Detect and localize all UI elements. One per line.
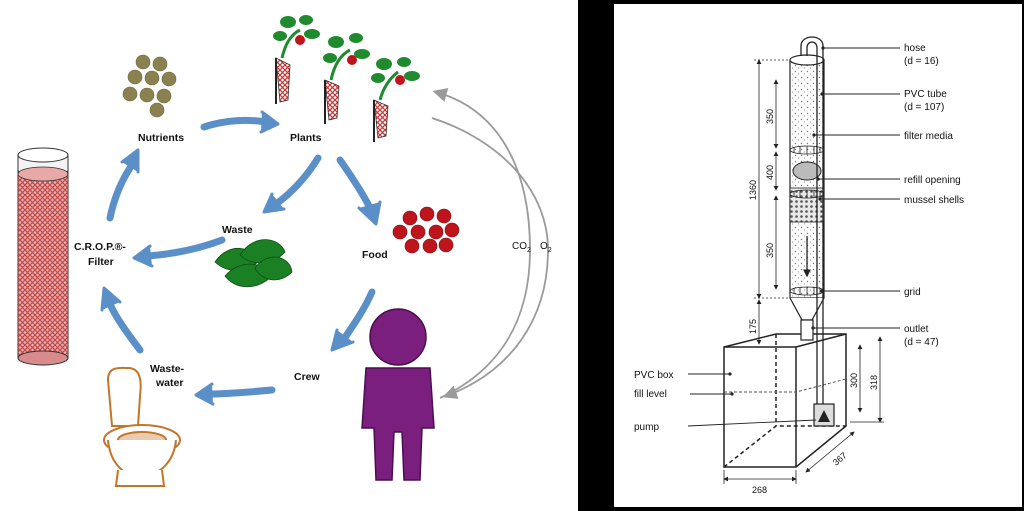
dim-318: 318 bbox=[869, 375, 879, 390]
nutrients-label: Nutrients bbox=[138, 132, 184, 144]
co2-label: CO2 bbox=[512, 241, 531, 254]
pvc-box bbox=[723, 333, 847, 468]
mussel-shells-label: mussel shells bbox=[904, 195, 964, 206]
hose bbox=[800, 36, 824, 408]
nutrients-icon bbox=[122, 54, 177, 118]
crew-icon bbox=[361, 308, 435, 481]
arrow-crew-to-wastewater bbox=[194, 382, 276, 406]
leader-dots bbox=[728, 46, 825, 396]
pvc-tube-diameter-label: (d = 107) bbox=[904, 102, 944, 113]
outlet-label: outlet bbox=[904, 324, 929, 335]
fill-level-label: fill level bbox=[634, 389, 667, 400]
crop-filter-icon bbox=[17, 147, 69, 366]
waste-icon bbox=[214, 239, 293, 288]
arrow-food-to-crew bbox=[330, 288, 376, 352]
hose-diameter-label: (d = 16) bbox=[904, 56, 939, 67]
grid-label: grid bbox=[904, 287, 921, 298]
arrow-plants-to-waste bbox=[262, 154, 322, 214]
waste-label: Waste bbox=[222, 224, 253, 236]
dim-367: 367 bbox=[831, 450, 849, 467]
dim-400: 400 bbox=[765, 165, 775, 180]
food-icon bbox=[392, 206, 460, 254]
gas-exchange-arrows bbox=[431, 88, 549, 399]
grid-plates bbox=[789, 145, 825, 296]
pvc-tube-label: PVC tube bbox=[904, 89, 947, 100]
plants-icon bbox=[273, 15, 420, 142]
o2-label: O2 bbox=[540, 241, 552, 254]
crop-cycle-panel: Nutrients Plants Waste Food C.R.O.P.®- F… bbox=[0, 0, 578, 511]
dimension-lines bbox=[723, 59, 884, 484]
filter-construction-diagram: hose (d = 16) PVC tube (d = 107) filter … bbox=[634, 36, 964, 495]
wastewater-label-line2: water bbox=[155, 377, 183, 389]
filter-construction-panel: hose (d = 16) PVC tube (d = 107) filter … bbox=[614, 4, 1022, 507]
pump-label: pump bbox=[634, 422, 659, 433]
dim-350-bottom: 350 bbox=[765, 243, 775, 258]
dim-1360: 1360 bbox=[748, 180, 758, 200]
crop-cycle-diagram: Nutrients Plants Waste Food C.R.O.P.®- F… bbox=[17, 15, 552, 487]
plants-label: Plants bbox=[290, 132, 322, 144]
dim-268: 268 bbox=[752, 485, 767, 495]
arrow-waste-to-filter bbox=[132, 236, 226, 268]
arrow-filter-to-nutrients bbox=[106, 148, 140, 222]
leader-lines bbox=[687, 47, 900, 427]
arrow-wastewater-to-filter bbox=[100, 286, 144, 354]
dim-350-top: 350 bbox=[765, 109, 775, 124]
dim-300: 300 bbox=[849, 373, 859, 388]
refill-opening-label: refill opening bbox=[904, 175, 961, 186]
fill-level-line bbox=[724, 378, 847, 393]
o2-arrow bbox=[431, 117, 549, 399]
cycle-arrows bbox=[100, 110, 382, 406]
food-label: Food bbox=[362, 249, 388, 261]
arrow-plants-to-food bbox=[336, 156, 382, 226]
co2-arrow bbox=[432, 88, 531, 399]
crew-label: Crew bbox=[294, 371, 321, 383]
filter-label-line1: C.R.O.P.®- bbox=[74, 241, 126, 253]
wastewater-label-line1: Waste- bbox=[150, 363, 185, 375]
dim-175: 175 bbox=[748, 319, 758, 334]
filter-media-label: filter media bbox=[904, 131, 953, 142]
pump bbox=[813, 403, 835, 427]
toilet-icon bbox=[103, 366, 181, 487]
filter-label-line2: Filter bbox=[88, 256, 114, 268]
outlet-diameter-label: (d = 47) bbox=[904, 337, 939, 348]
arrow-nutrients-to-plants bbox=[200, 110, 280, 134]
pvc-box-label: PVC box bbox=[634, 370, 673, 381]
hose-label: hose bbox=[904, 43, 926, 54]
